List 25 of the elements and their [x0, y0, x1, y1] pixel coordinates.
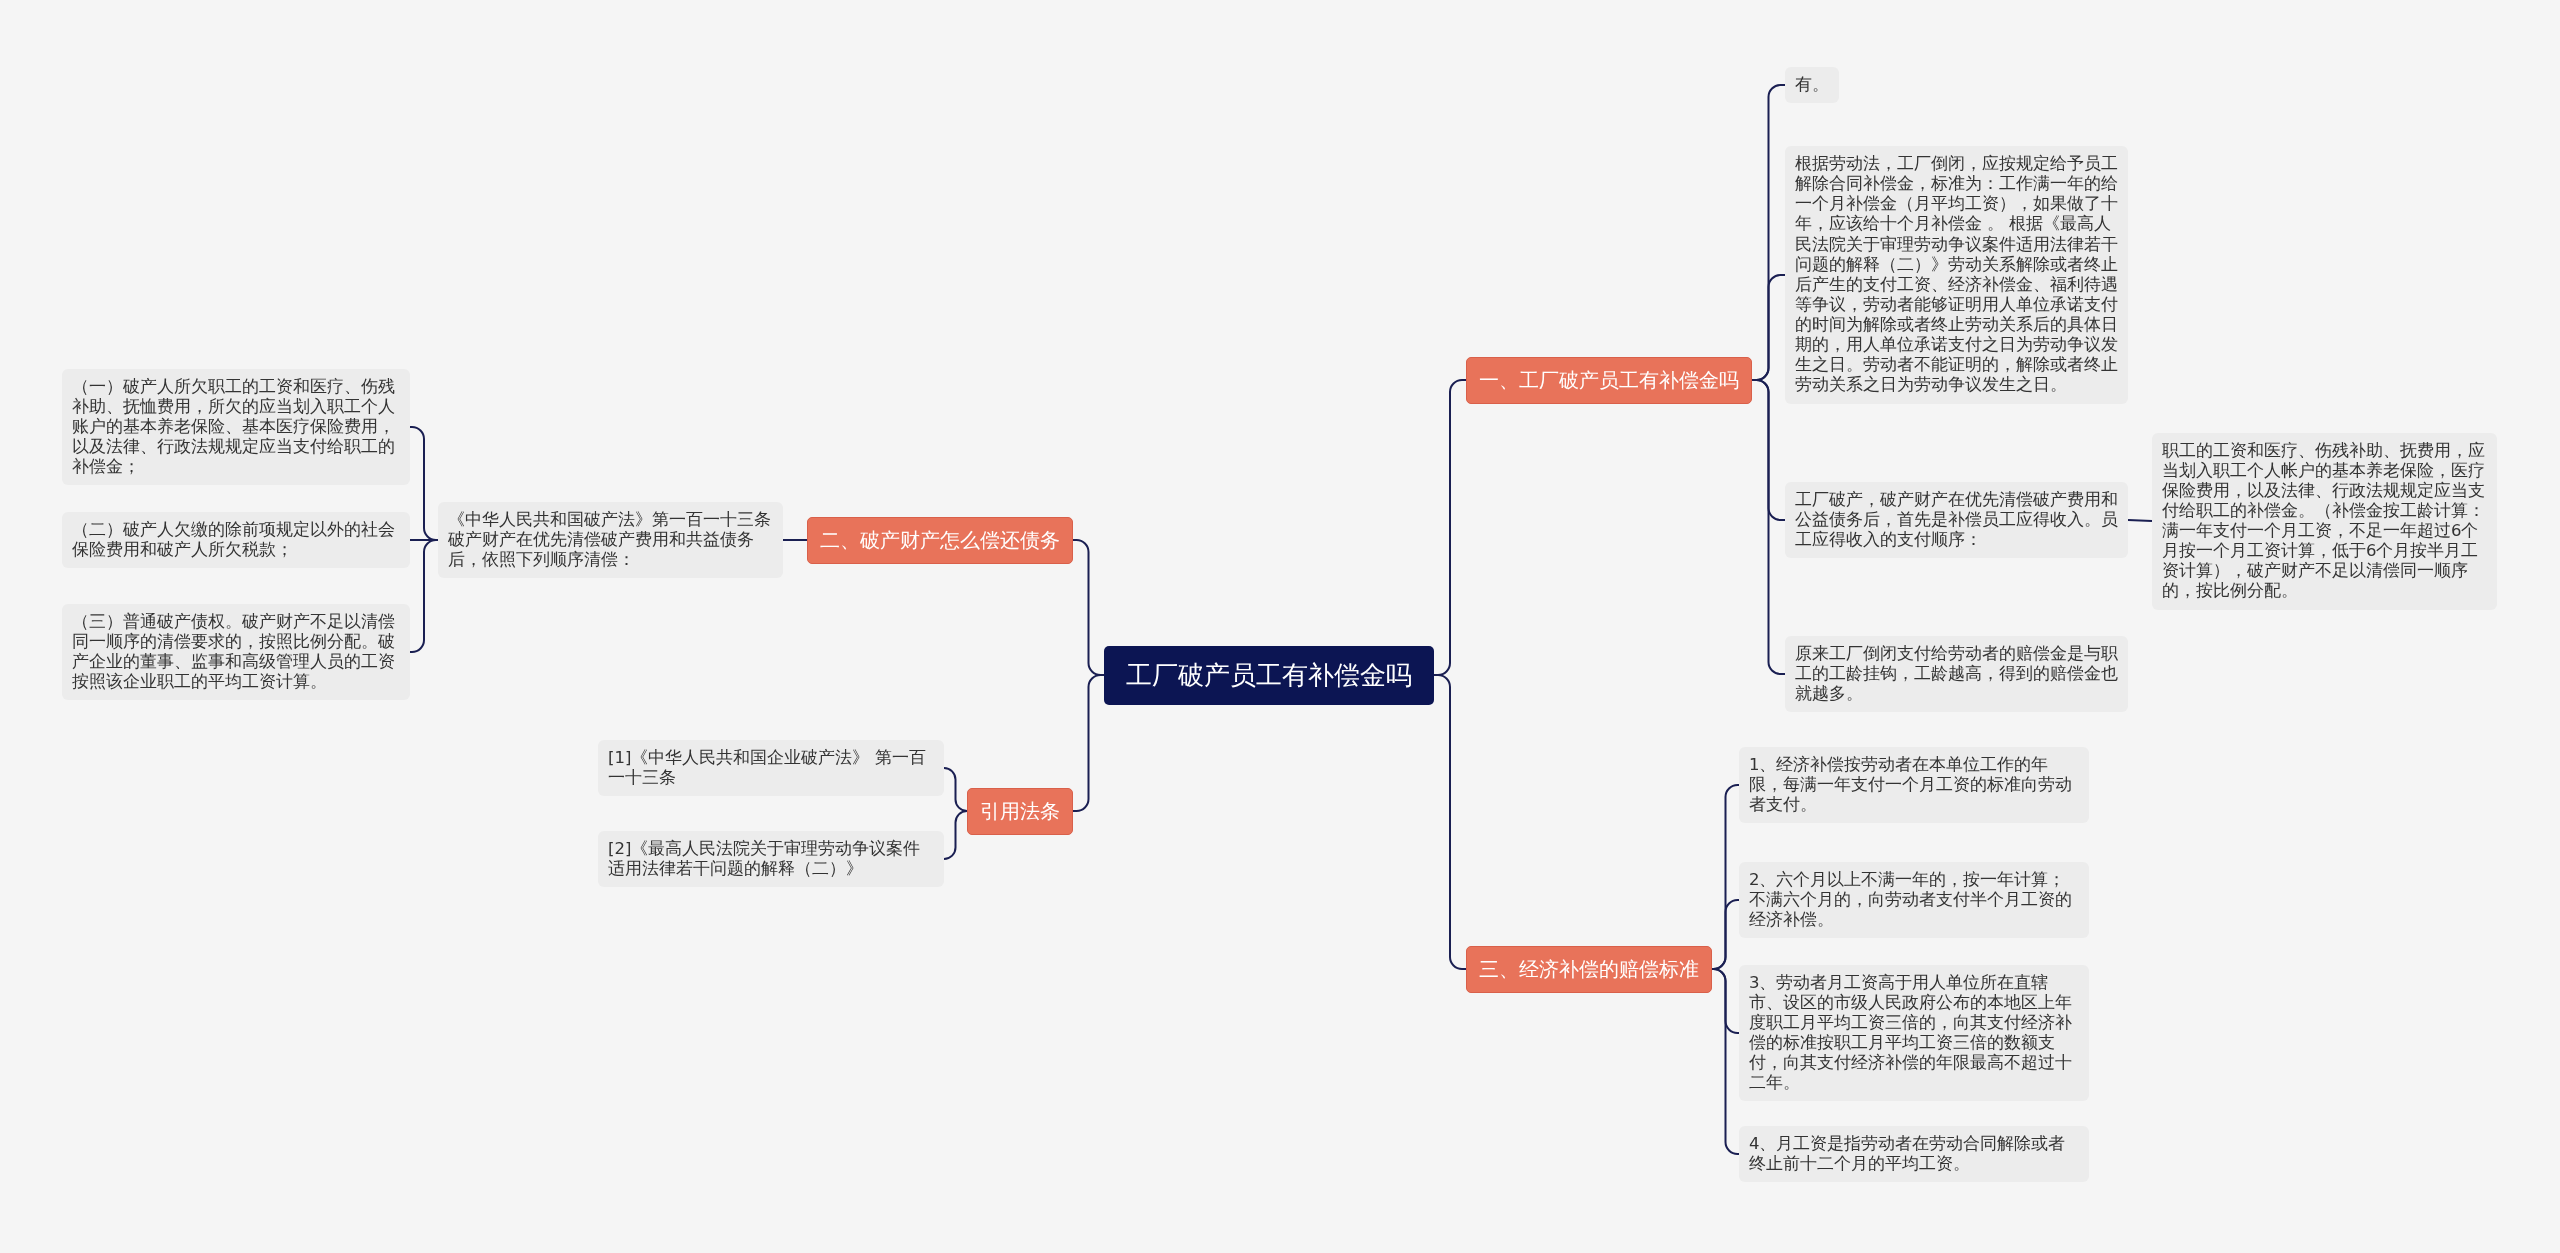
text-card: （二）破产人欠缴的除前项规定以外的社会保险费用和破产人所欠税款；: [62, 512, 410, 569]
text-card: 1、经济补偿按劳动者在本单位工作的年限，每满一年支付一个月工资的标准向劳动者支付。: [1739, 747, 2089, 824]
text-card: 根据劳动法，工厂倒闭，应按规定给予员工解除合同补偿金，标准为：工作满一年的给一个月补偿金（月平均工资），如果做了十年，应该给十个月补偿金 。 根据《最高人民法院关于审理劳动争议案件适用法律若干问题的解释（二）》劳动关系解除或者终止后产生的支付工资、经济补偿金、福利待遇等争议，劳动者能够证明用人单位承诺支付的时间为解除或者终止劳动关系后的具体日期的，用人单位承诺支付之日为劳动争议发生之日。劳动者不能证明的，解除或者终止劳动关系之日为劳动争议发生之日。: [1785, 146, 2128, 404]
text-card: 原来工厂倒闭支付给劳动者的赔偿金是与职工的工龄挂钩，工龄越高，得到的赔偿金也就越多。: [1785, 636, 2128, 713]
text-card: 《中华人民共和国破产法》第一百一十三条破产财产在优先清偿破产费用和共益债务后，依照下列顺序清偿：: [438, 502, 783, 579]
text-card: 有。: [1785, 67, 1839, 104]
central-topic: 工厂破产员工有补偿金吗: [1104, 645, 1434, 705]
text-card: 职工的工资和医疗、伤残补助、抚费用，应当划入职工个人帐户的基本养老保险，医疗保险费用，以及法律、行政法规规定应当支付给职工的补偿金。（补偿金按工龄计算：满一年支付一个月工资，不足一年超过6个月按一个月工资计算，低于6个月按半月工资计算），破产财产不足以清偿同一顺序的，按比例分配。: [2152, 432, 2497, 610]
text-card: 2、六个月以上不满一年的，按一年计算；不满六个月的，向劳动者支付半个月工资的经济补偿。: [1739, 862, 2089, 939]
text-card: 工厂破产，破产财产在优先清偿破产费用和公益债务后，首先是补偿员工应得收入。员工应得收入的支付顺序：: [1785, 482, 2128, 559]
branch-topic: 引用法条: [967, 787, 1073, 835]
connector-line: [943, 810, 968, 860]
text-card: （一）破产人所欠职工的工资和医疗、伤残补助、抚恤费用，所欠的应当划入职工个人账户的基本养老保险、基本医疗保险费用，以及法律、行政法规规定应当支付给职工的补偿金；: [62, 368, 410, 486]
branch-topic: 一、工厂破产员工有补偿金吗: [1466, 356, 1752, 404]
branch-topic: 二、破产财产怎么偿还债务: [807, 516, 1073, 564]
text-card: [2]《最高人民法院关于审理劳动争议案件适用法律若干问题的解释（二）》: [598, 831, 944, 888]
text-card: （三）普通破产债权。破产财产不足以清偿同一顺序的清偿要求的，按照比例分配。破产企业的董事、监事和高级管理人员的工资按照该企业职工的平均工资计算。: [62, 603, 410, 700]
connector-line: [409, 539, 439, 653]
text-card: 4、月工资是指劳动者在劳动合同解除或者终止前十二个月的平均工资。: [1739, 1126, 2089, 1183]
connector-line: [782, 539, 808, 541]
text-card: 3、劳动者月工资高于用人单位所在直辖市、设区的市级人民政府公布的本地区上年度职工月平均工资三倍的，向其支付经济补偿的标准按职工月平均工资三倍的数额支付，向其支付经济补偿的年限最高不超过十二年。: [1739, 964, 2089, 1102]
connector-line: [1711, 968, 1740, 1155]
connector-line: [2127, 519, 2153, 522]
text-card: [1]《中华人民共和国企业破产法》 第一百一十三条: [598, 740, 944, 797]
branch-topic: 三、经济补偿的赔偿标准: [1466, 945, 1712, 993]
